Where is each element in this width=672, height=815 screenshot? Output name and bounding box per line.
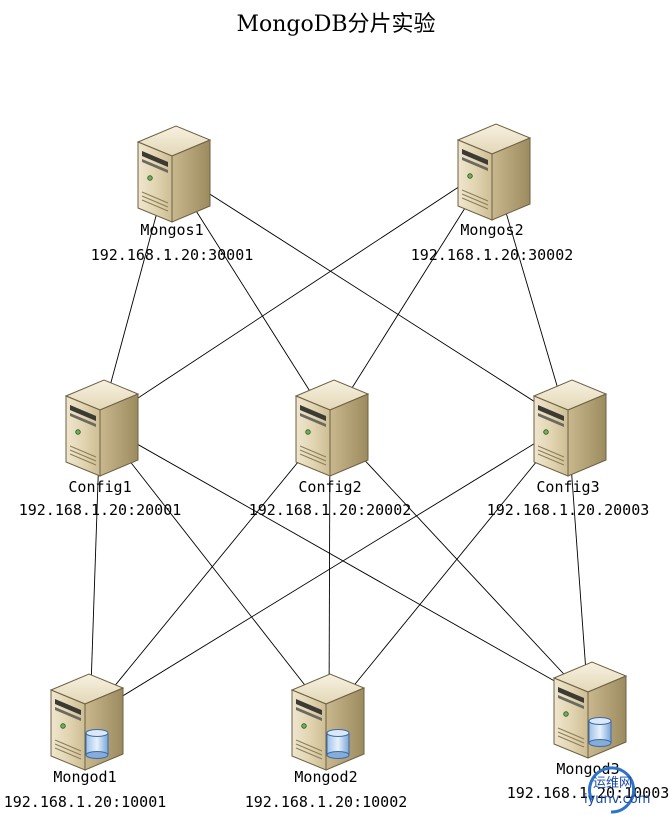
node-name-label: Mongod2 xyxy=(294,768,357,786)
node-config2: Config2 192.168.1.20:20002 xyxy=(249,379,412,519)
node-name-label: Config1 xyxy=(68,478,131,496)
node-name-label: Mongod3 xyxy=(556,760,619,778)
diagram-title: MongoDB分片实验 xyxy=(236,12,436,37)
node-address-label: 192.168.1.20:20001 xyxy=(19,501,182,519)
connection-config2-mongod3 xyxy=(329,422,589,701)
node-address-label: 192.168.1.20.20003 xyxy=(487,501,650,519)
connection-config1-mongod3 xyxy=(99,422,589,701)
node-name-label: Config3 xyxy=(536,478,599,496)
node-mongos1: Mongos1 192.168.1.20:30001 xyxy=(91,125,254,264)
database-icon xyxy=(588,717,612,747)
node-name-label: Config2 xyxy=(298,478,361,496)
node-name-label: Mongos1 xyxy=(140,221,203,239)
watermark-logo: 运维网 iyunv.com xyxy=(584,766,650,814)
connection-config3-mongod2 xyxy=(328,422,569,717)
connection-config3-mongod1 xyxy=(89,422,569,717)
connection-config1-mongod2 xyxy=(99,422,330,717)
node-address-label: 192.168.1.20:10003 xyxy=(507,784,670,802)
node-mongod3: Mongod3 192.168.1.20:10003 xyxy=(507,661,670,802)
node-name-label: Mongos2 xyxy=(460,221,523,239)
watermark-line2: iyunv.com xyxy=(584,792,650,807)
node-address-label: 192.168.1.20:20002 xyxy=(249,501,412,519)
watermark-line1: 运维网 xyxy=(593,776,632,791)
server-icon xyxy=(295,379,369,477)
node-address-label: 192.168.1.20:10001 xyxy=(4,793,167,811)
connection-config2-mongod1 xyxy=(89,422,331,717)
connection-mongos2-config1 xyxy=(99,164,493,424)
server-icon xyxy=(533,379,607,477)
node-address-label: 192.168.1.20:30001 xyxy=(91,246,254,264)
node-config1: Config1 192.168.1.20:20001 xyxy=(19,379,182,519)
server-icon xyxy=(65,379,139,477)
server-icon xyxy=(137,125,211,223)
server-nodes: Mongos1 192.168.1.20:30001 Mongos2 192.168.… xyxy=(4,123,670,811)
database-icon xyxy=(85,729,109,759)
node-name-label: Mongod1 xyxy=(53,768,116,786)
node-address-label: 192.168.1.20:30002 xyxy=(411,246,574,264)
node-config3: Config3 192.168.1.20.20003 xyxy=(487,379,650,519)
node-mongos2: Mongos2 192.168.1.20:30002 xyxy=(411,123,574,264)
connection-mongos1-config3 xyxy=(168,167,569,424)
connection-lines xyxy=(87,164,591,717)
node-mongod2: Mongod2 192.168.1.20:10002 xyxy=(245,673,408,811)
node-mongod1: Mongod1 192.168.1.20:10001 xyxy=(4,673,167,811)
node-address-label: 192.168.1.20:10002 xyxy=(245,793,408,811)
server-icon xyxy=(457,123,531,221)
database-icon xyxy=(326,729,350,759)
